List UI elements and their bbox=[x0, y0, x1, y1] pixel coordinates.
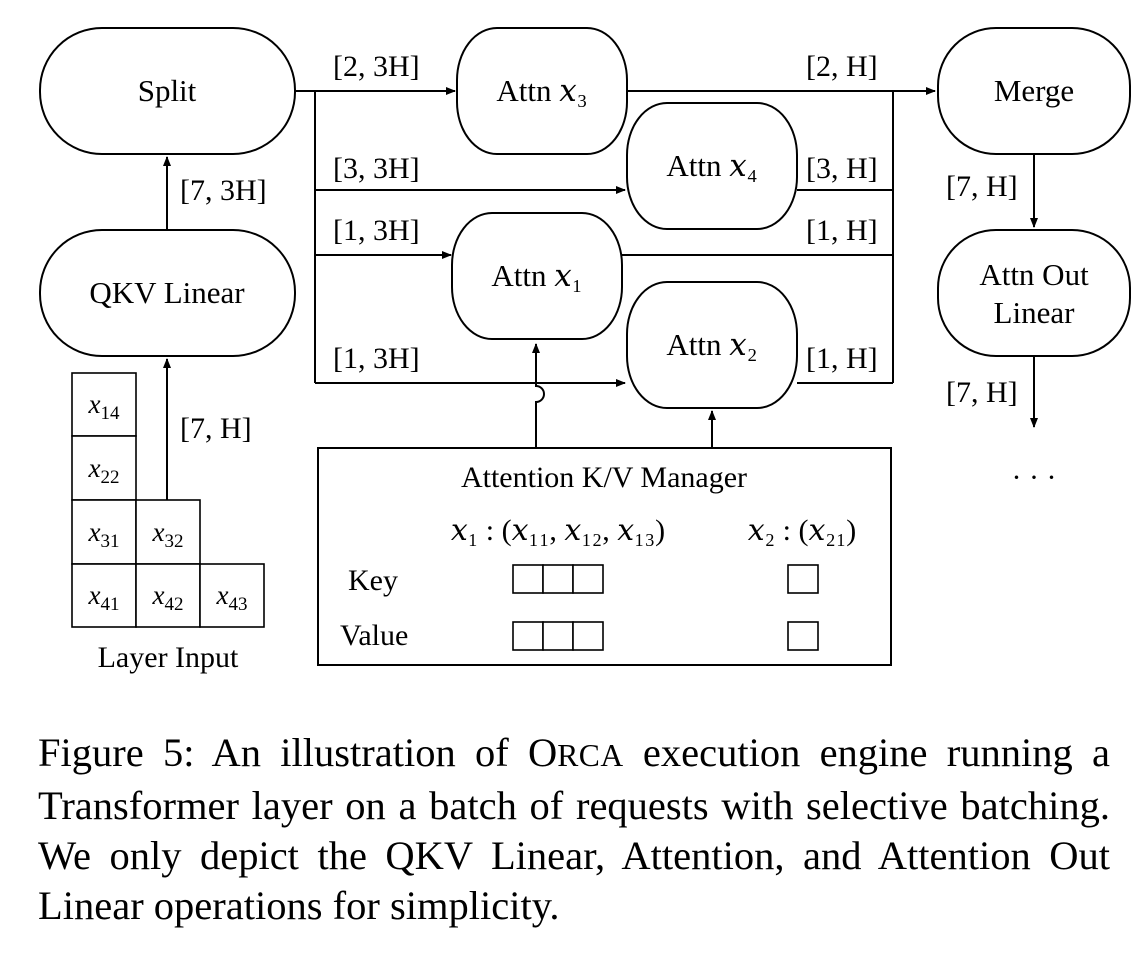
token-x41: x41 bbox=[88, 580, 120, 615]
attn-out-linear-label-2: Linear bbox=[994, 295, 1076, 330]
figure-caption: Figure 5: An illustration of ORCA execut… bbox=[38, 728, 1110, 931]
token-x31: x31 bbox=[88, 517, 120, 552]
attn-x2-node bbox=[626, 281, 798, 409]
layer-input-grid: x14 x22 x31 x32 x41 x42 x43 bbox=[71, 372, 265, 628]
merge-label: Merge bbox=[994, 73, 1074, 108]
orca-diagram: Split QKV Linear [7, 3H] [7, H] x14 x22 … bbox=[39, 27, 1131, 674]
attn-x1-label: Attn 𝑥₁ bbox=[491, 258, 582, 293]
kv-manager-title: Attention K/V Manager bbox=[461, 461, 747, 494]
kv-request-x1: 𝑥₁ : (𝑥₁₁, 𝑥₁₂, 𝑥₁₃) bbox=[451, 514, 665, 547]
x4-to-merge-label: [3, H] bbox=[806, 152, 878, 185]
merge-to-out-label: [7, H] bbox=[946, 170, 1018, 203]
attn-x4-label: Attn 𝑥₄ bbox=[666, 148, 757, 183]
attn-x4-node bbox=[626, 102, 798, 230]
x3-to-merge-label: [2, H] bbox=[806, 50, 878, 83]
split-to-x1-label: [1, 3H] bbox=[333, 214, 420, 247]
x2-to-merge-label: [1, H] bbox=[806, 342, 878, 375]
continuation-ellipsis: · · · bbox=[1012, 461, 1057, 494]
kv-request-x2: 𝑥₂ : (𝑥₂₁) bbox=[748, 514, 857, 547]
attn-out-linear-node bbox=[937, 229, 1131, 357]
kv-key-x1-slots bbox=[512, 564, 604, 594]
attn-x2-label: Attn 𝑥₂ bbox=[666, 327, 757, 362]
x1-to-merge-label: [1, H] bbox=[806, 214, 878, 247]
qkv-linear-label: QKV Linear bbox=[89, 275, 245, 310]
token-x22: x22 bbox=[88, 453, 120, 488]
split-to-x2-label: [1, 3H] bbox=[333, 342, 420, 375]
token-x14: x14 bbox=[88, 389, 120, 424]
input-to-qkv-label: [7, H] bbox=[180, 412, 252, 445]
split-label: Split bbox=[138, 73, 197, 108]
attn-x1-node bbox=[451, 212, 623, 340]
kv-row-key: Key bbox=[348, 564, 398, 597]
token-cell bbox=[135, 563, 201, 628]
split-to-x3-label: [2, 3H] bbox=[333, 50, 420, 83]
token-x42: x42 bbox=[152, 580, 184, 615]
token-cell bbox=[71, 372, 137, 437]
kv-value-x2-slot bbox=[787, 621, 819, 651]
split-to-x4-label: [3, 3H] bbox=[333, 152, 420, 185]
kv-to-x1-arrow bbox=[532, 343, 545, 448]
caption-system-initial: O bbox=[527, 730, 558, 775]
attn-out-linear-label-1: Attn Out bbox=[979, 257, 1089, 292]
kv-value-x1-slots bbox=[512, 621, 604, 651]
caption-system-rest: RCA bbox=[557, 738, 624, 773]
attn-x3-label: Attn 𝑥₃ bbox=[496, 73, 587, 108]
out-to-next-label: [7, H] bbox=[946, 376, 1018, 409]
kv-row-value: Value bbox=[340, 619, 408, 652]
qkv-to-split-label: [7, 3H] bbox=[180, 174, 267, 207]
token-cell bbox=[199, 563, 265, 628]
caption-suffix: execution engine running a Transformer l… bbox=[38, 730, 1110, 928]
layer-input-label: Layer Input bbox=[98, 641, 239, 674]
token-x32: x32 bbox=[152, 517, 184, 552]
kv-key-x2-slot bbox=[787, 564, 819, 594]
token-cell bbox=[135, 499, 201, 565]
token-x43: x43 bbox=[216, 580, 248, 615]
caption-prefix: Figure 5: An illustration of bbox=[38, 730, 528, 775]
